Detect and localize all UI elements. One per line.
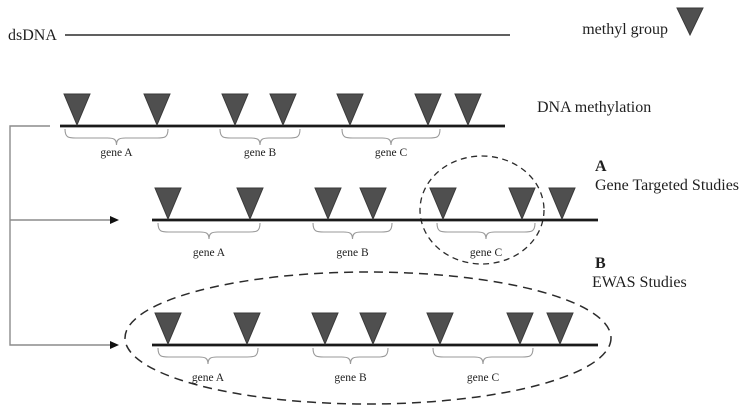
gene-label: gene A: [100, 147, 133, 159]
methyl-group-label: methyl group: [582, 21, 668, 38]
methyl-group-icon: [426, 312, 454, 346]
methyl-group-icon: [359, 187, 387, 221]
methyl-group-icon: [676, 7, 704, 37]
arrowhead-gene-targeted-icon: [110, 216, 119, 224]
gene-label: gene A: [193, 247, 226, 259]
gene-brace: [432, 347, 534, 365]
gene-brace: [312, 347, 389, 365]
methyl-group-icon: [548, 187, 576, 221]
section-a-marker: A: [595, 158, 607, 175]
gene-targeted-strand: gene A gene B gene C: [152, 187, 598, 259]
methyl-group-icon: [221, 93, 249, 127]
methyl-group-icon: [63, 93, 91, 127]
gene-label: gene C: [375, 147, 408, 159]
methyl-group-icon: [311, 312, 339, 346]
gene-label: gene B: [334, 372, 367, 384]
methyl-group-icon: [236, 187, 264, 221]
gene-label: gene C: [470, 247, 503, 259]
gene-label: gene B: [336, 247, 369, 259]
gene-label: gene C: [467, 372, 500, 384]
gene-brace: [157, 347, 259, 365]
methyl-group-icon: [314, 187, 342, 221]
dna-methylation-strand: gene A gene B gene C: [60, 93, 505, 159]
methyl-group-icon: [154, 187, 182, 221]
methyl-group-icon: [508, 187, 536, 221]
methyl-group-icon: [414, 93, 442, 127]
dsdna-label: dsDNA: [8, 27, 57, 44]
gene-c-highlight-circle: [419, 155, 545, 265]
arrowhead-ewas-icon: [110, 341, 119, 349]
ewas-highlight-ellipse: [124, 271, 612, 405]
methyl-group-icon: [336, 93, 364, 127]
methyl-group-icon: [143, 93, 171, 127]
ewas-caption: EWAS Studies: [592, 274, 687, 291]
gene-brace: [64, 128, 169, 146]
gene-label: gene B: [244, 147, 277, 159]
gene-label: gene A: [192, 372, 225, 384]
gene-targeted-caption: Gene Targeted Studies: [595, 177, 739, 194]
methyl-group-icon: [154, 312, 182, 346]
gene-brace: [157, 222, 261, 240]
methyl-group-icon: [429, 187, 457, 221]
methyl-group-icon: [546, 312, 574, 346]
methyl-group-icon: [233, 312, 261, 346]
gene-brace: [341, 128, 441, 146]
methyl-group-icon: [269, 93, 297, 127]
gene-brace: [219, 128, 301, 146]
section-b-marker: B: [595, 255, 606, 272]
methyl-group-icon: [359, 312, 387, 346]
gene-brace: [312, 222, 393, 240]
bracket-line: [9, 125, 112, 346]
dna-methylation-caption: DNA methylation: [537, 99, 651, 116]
methyl-group-icon: [454, 93, 482, 127]
ewas-strand: gene A gene B gene C: [152, 312, 598, 384]
gene-brace: [436, 222, 536, 240]
methyl-group-icon: [506, 312, 534, 346]
